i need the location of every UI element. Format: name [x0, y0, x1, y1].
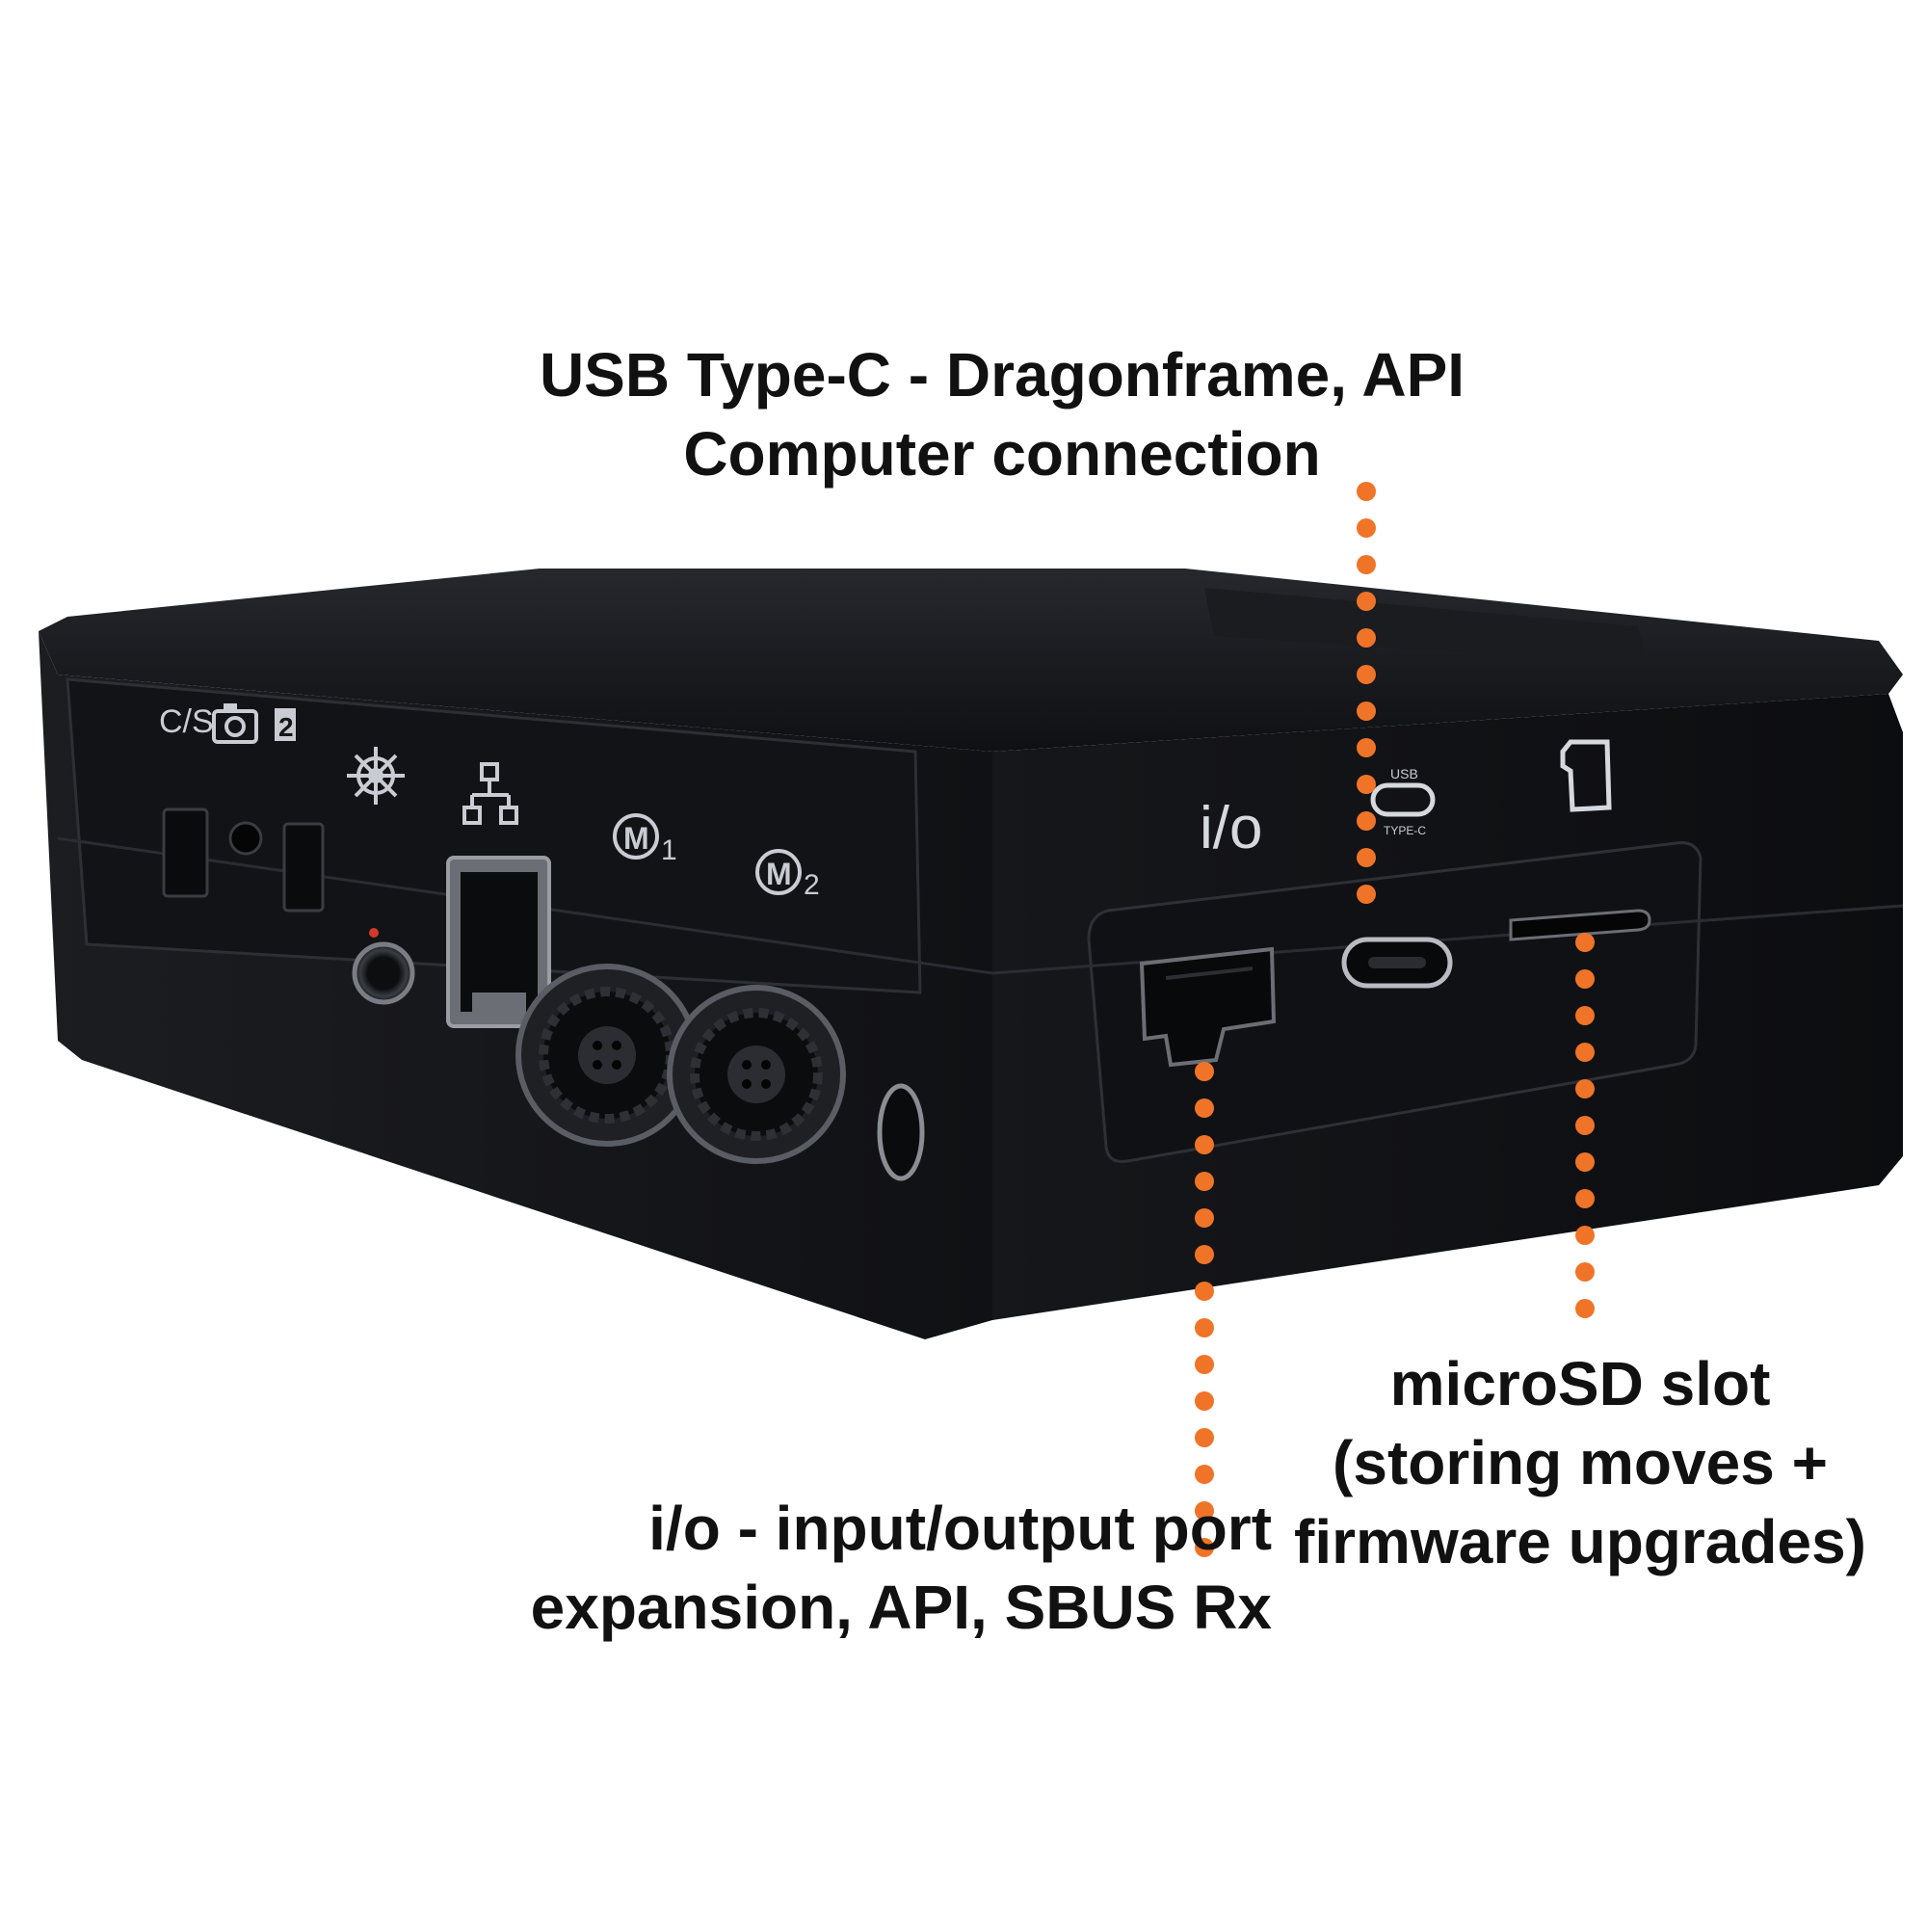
io-port-label: i/o [1200, 795, 1262, 861]
microsd-callout-line1: microSD slot [1389, 1349, 1771, 1418]
device-display [1204, 588, 1648, 665]
usb-callout-dots [1357, 482, 1376, 904]
io-callout-line2: expansion, API, SBUS Rx [530, 1573, 1272, 1642]
usb-type-label: TYPE-C [1384, 824, 1426, 837]
left-port-panel [66, 677, 922, 994]
usb-small-label: USB [1390, 766, 1418, 781]
usb-c-icon: USB TYPE-C [1370, 766, 1436, 837]
lemo-port [352, 941, 415, 1005]
io-port [1139, 946, 1277, 1068]
io-callout-dots [1195, 1062, 1214, 1557]
cs-label: C/S [159, 703, 214, 740]
ship-wheel-icon [347, 747, 405, 805]
camera-port-number: 2 [278, 712, 294, 742]
motor1-number: 1 [661, 834, 677, 866]
motor1-label: M [623, 821, 649, 856]
microsd-slot [1509, 909, 1651, 941]
usb-callout-line1: USB Type-C - Dragonframe, API [539, 340, 1465, 410]
microsd-callout-line3: firmware upgrades) [1294, 1507, 1866, 1576]
microsd-callout-dots [1575, 933, 1595, 1318]
microsd-card-icon [1560, 739, 1612, 812]
motor1-label-group: M 1 [613, 813, 677, 866]
red-dot-marker [369, 928, 379, 938]
motor2-label-group: M 2 [755, 849, 820, 901]
camera-port-badge [275, 708, 296, 741]
network-icon [462, 762, 518, 825]
aux-connector-1 [162, 807, 209, 898]
microsd-callout-caption: microSD slot (storing moves + firmware u… [1253, 1344, 1908, 1581]
io-callout-line1: i/o - input/output port [648, 1494, 1272, 1563]
camera-icon [212, 703, 258, 744]
jack-port [228, 821, 263, 856]
power-barrel-port [877, 1083, 925, 1181]
microsd-callout-line2: (storing moves + [1333, 1428, 1828, 1497]
ethernet-port [446, 856, 551, 1028]
usb-c-port-tongue [1368, 957, 1426, 968]
usb-callout-caption: USB Type-C - Dragonframe, API Computer c… [424, 335, 1580, 493]
io-callout-caption: i/o - input/output port expansion, API, … [405, 1489, 1272, 1647]
usb-callout-line2: Computer connection [683, 419, 1321, 489]
aux-connector-2 [282, 822, 325, 913]
motor2-number: 2 [804, 869, 820, 901]
motor2-label: M [766, 857, 792, 891]
motor2-port [667, 985, 846, 1164]
